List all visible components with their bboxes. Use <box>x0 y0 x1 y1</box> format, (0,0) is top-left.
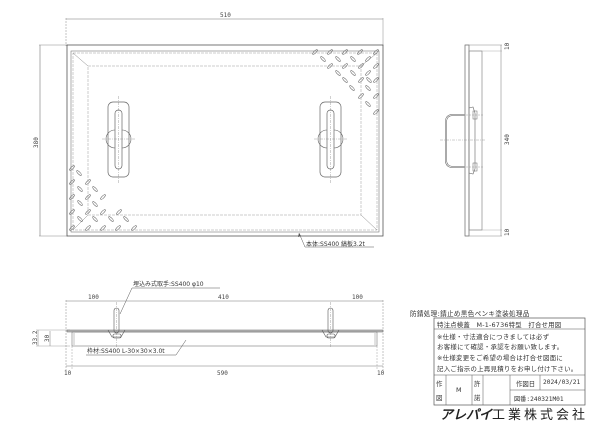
company-name: アレパイ工業株式会社 <box>440 404 588 423</box>
product-line: 特注点検蓋 M-1-6736特型 打合せ用図 <box>437 321 562 329</box>
front-inner-height-dim: 30 <box>44 334 51 342</box>
front-view: 埋込み式取手:SS400 φ10 100 410 100 33.2 30 <box>32 280 385 377</box>
front-left-dim: 100 <box>88 294 99 301</box>
approved-label-1: 許 <box>474 380 481 388</box>
top-height-dim: 380 <box>33 137 40 148</box>
front-right-dim: 100 <box>352 294 363 301</box>
company-brand: アレパイ <box>440 408 493 423</box>
handle-material-note: 埋込み式取手:SS400 φ10 <box>133 280 204 288</box>
body-material-note: 本体:SS400 縞板3.2t <box>306 240 366 248</box>
note-line-2: お客様にて確認・承認をお願い致します。 <box>437 343 564 351</box>
left-recessed-handle <box>102 96 135 183</box>
date-label: 作図日 <box>516 380 536 388</box>
drawn-by-label-1: 作 <box>436 380 443 388</box>
drawing-number: 図番:240321M01 <box>514 396 564 403</box>
front-bottom-left-dim: 10 <box>64 370 72 377</box>
title-block-frame <box>433 317 586 406</box>
side-view: 10 340 10 <box>440 42 511 237</box>
top-width-dim: 510 <box>220 12 231 19</box>
drawn-by-value: M <box>456 386 462 394</box>
side-top-dim: 10 <box>504 42 511 50</box>
drawn-by-label-2: 図 <box>436 394 443 402</box>
checker-plate-pattern-bottom-left <box>68 164 138 232</box>
side-bottom-dim: 10 <box>504 228 511 236</box>
checker-plate-pattern-top-right <box>311 48 380 116</box>
date-value: 2024/03/21 <box>543 379 581 386</box>
company-suffix: 工業株式会社 <box>492 408 589 423</box>
side-mid-dim: 340 <box>504 134 511 145</box>
note-line-1: ※仕様・寸法適合につきましては必ず <box>437 333 550 341</box>
right-recessed-handle <box>314 96 347 183</box>
note-line-3: ※仕様変更をご希望の場合は打合せ図面に <box>437 354 564 362</box>
front-center-dim: 410 <box>218 294 229 301</box>
front-bottom-right-dim: 10 <box>377 370 385 377</box>
front-bottom-center-dim: 590 <box>217 370 228 377</box>
frame-material-note: 枠材:SS400 L-30×30×3.0t <box>87 347 165 355</box>
front-outer-height-dim: 33.2 <box>32 330 39 345</box>
top-view: 510 380 <box>33 12 384 248</box>
note-line-4: 記入ご指示の上再見積りをお申し付け下さい。 <box>437 365 578 373</box>
approved-label-2: 諾 <box>474 394 481 402</box>
coating-note: 防錆処理:錆止め黒色ペンキ塗装処理品 <box>410 310 530 318</box>
